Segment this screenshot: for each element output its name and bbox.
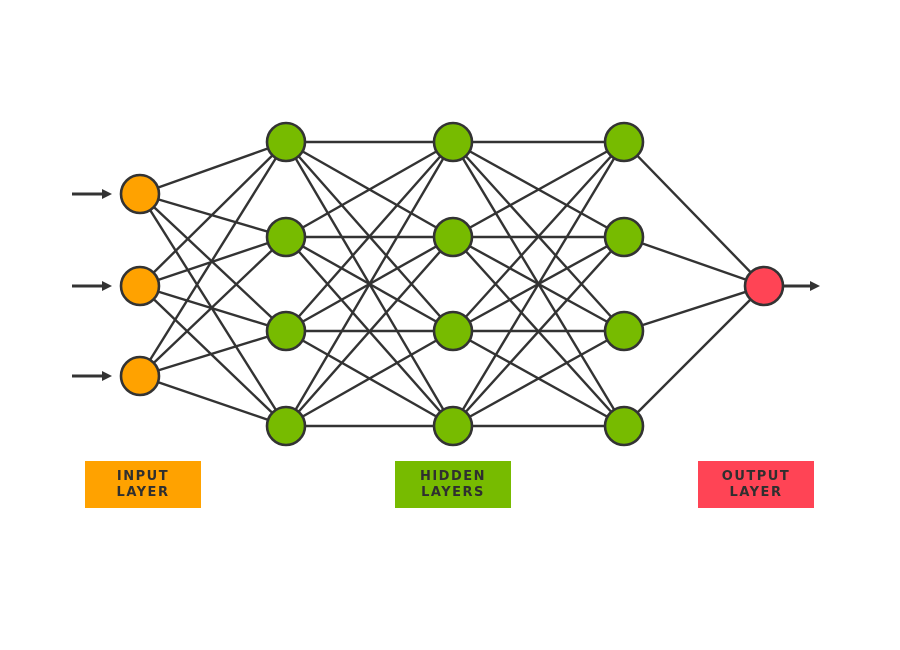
input-layer-label: INPUT LAYER bbox=[85, 461, 201, 508]
input-layer-label-line1: INPUT bbox=[116, 468, 170, 484]
node-input-1 bbox=[119, 265, 161, 307]
input-layer-label-line2: LAYER bbox=[116, 484, 170, 500]
edge-input-0-to-hidden-1-0 bbox=[139, 140, 287, 196]
edge-hidden-1-3-to-hidden-2-0 bbox=[284, 141, 455, 427]
output-layer-label-line1: OUTPUT bbox=[721, 468, 791, 484]
edge-hidden-2-2-to-hidden-3-0 bbox=[452, 141, 625, 332]
node-hidden-3-3 bbox=[603, 405, 645, 447]
edge-input-2-to-hidden-1-1 bbox=[139, 236, 287, 377]
node-hidden-1-0 bbox=[265, 121, 307, 163]
edge-input-2-to-hidden-1-2 bbox=[139, 329, 287, 378]
connections bbox=[138, 140, 765, 428]
edge-hidden-2-3-to-hidden-3-2 bbox=[452, 329, 625, 428]
node-input-0 bbox=[119, 173, 161, 215]
io-arrows bbox=[72, 189, 820, 381]
node-hidden-3-1 bbox=[603, 216, 645, 258]
edge-input-2-to-hidden-1-3 bbox=[139, 374, 287, 428]
edge-hidden-3-0-to-output-0 bbox=[623, 141, 765, 287]
edge-input-1-to-hidden-1-1 bbox=[139, 235, 287, 288]
output-layer-label: OUTPUT LAYER bbox=[698, 461, 814, 508]
edge-input-0-to-hidden-1-3 bbox=[138, 193, 288, 427]
edge-hidden-3-1-to-output-0 bbox=[623, 235, 765, 288]
edge-hidden-1-1-to-hidden-2-0 bbox=[285, 140, 454, 239]
edge-hidden-1-3-to-hidden-2-1 bbox=[285, 236, 454, 427]
edge-input-1-to-hidden-1-3 bbox=[139, 285, 287, 427]
hidden-layers-label-line2: LAYERS bbox=[421, 484, 485, 500]
edge-hidden-3-3-to-output-0 bbox=[623, 285, 765, 427]
edge-hidden-1-3-to-hidden-2-2 bbox=[285, 329, 454, 428]
neurons bbox=[119, 121, 785, 447]
edge-hidden-3-2-to-output-0 bbox=[623, 284, 765, 333]
edge-hidden-2-1-to-hidden-3-0 bbox=[452, 140, 625, 239]
edge-hidden-2-3-to-hidden-3-0 bbox=[451, 141, 626, 427]
node-output-0 bbox=[743, 265, 785, 307]
edge-hidden-2-3-to-hidden-3-1 bbox=[452, 236, 625, 427]
node-hidden-3-0 bbox=[603, 121, 645, 163]
hidden-layers-label: HIDDEN LAYERS bbox=[395, 461, 511, 508]
node-hidden-2-0 bbox=[432, 121, 474, 163]
node-hidden-2-2 bbox=[432, 310, 474, 352]
edge-input-1-to-hidden-1-2 bbox=[139, 284, 287, 333]
edge-input-1-to-hidden-1-0 bbox=[139, 141, 287, 287]
node-hidden-3-2 bbox=[603, 310, 645, 352]
hidden-layers-label-line1: HIDDEN bbox=[419, 468, 487, 484]
node-hidden-2-3 bbox=[432, 405, 474, 447]
edge-input-2-to-hidden-1-0 bbox=[138, 141, 288, 377]
output-layer-label-line2: LAYER bbox=[729, 484, 783, 500]
node-hidden-1-1 bbox=[265, 216, 307, 258]
node-input-2 bbox=[119, 355, 161, 397]
node-hidden-1-3 bbox=[265, 405, 307, 447]
node-hidden-2-1 bbox=[432, 216, 474, 258]
node-hidden-1-2 bbox=[265, 310, 307, 352]
edge-hidden-1-2-to-hidden-2-0 bbox=[285, 141, 454, 332]
